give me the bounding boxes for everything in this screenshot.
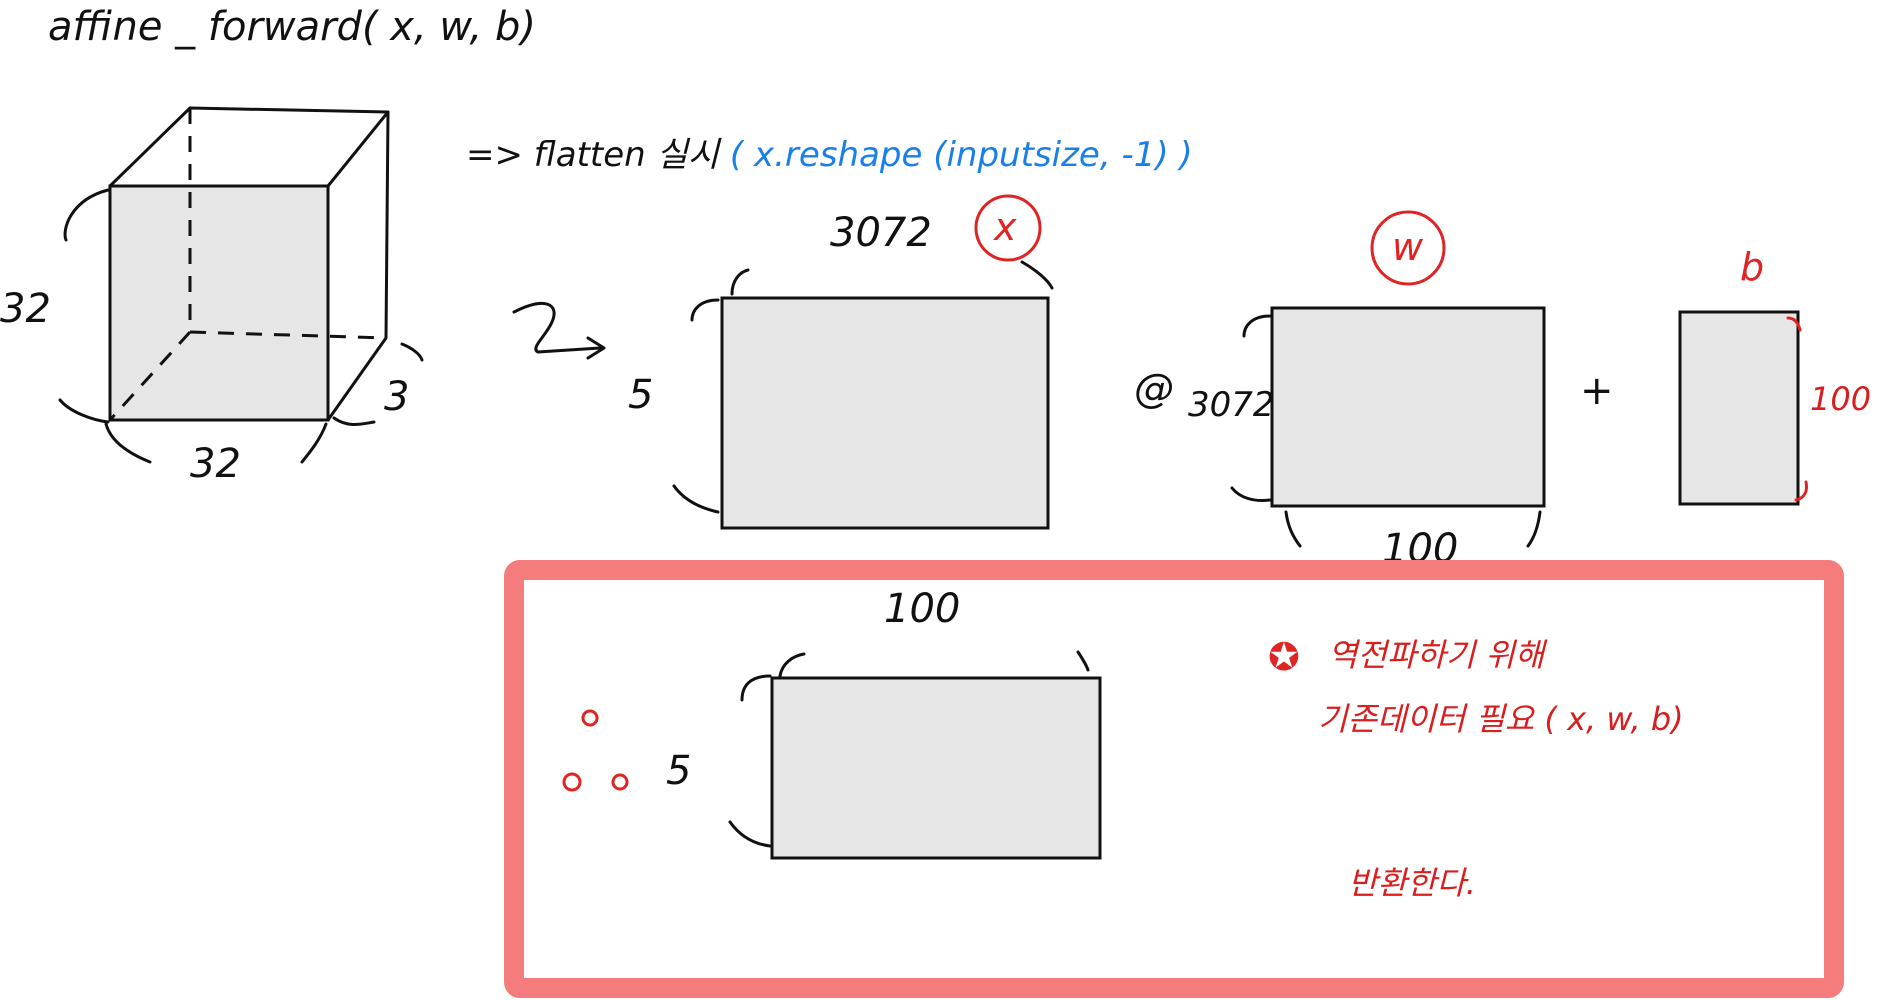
w-matrix: w @ 3072 100	[1134, 210, 1546, 572]
w-cols-brace-left	[1284, 510, 1302, 548]
x-matrix-rows-label: 5	[628, 372, 653, 418]
w-name-circle	[1370, 210, 1446, 286]
cube-height-brace	[63, 188, 110, 242]
cube-right-edges	[326, 110, 390, 422]
output-note-line2: 기존데이터 필요 ( x, w, b)	[1318, 700, 1684, 738]
x-matrix-box	[720, 296, 1050, 530]
flatten-arrow-head	[586, 336, 606, 360]
x-matrix-cols-label: 3072	[830, 210, 932, 256]
b-vector-size-label: 100	[1810, 380, 1871, 418]
b-vector: + b 100	[1580, 245, 1871, 506]
x-matrix-name: x	[993, 205, 1017, 249]
flatten-arrow	[512, 301, 602, 354]
w-cols-brace-right	[1526, 510, 1542, 548]
output-rows-brace-top	[740, 674, 772, 702]
w-matrix-name: w	[1392, 225, 1424, 269]
b-size-brace-bottom	[1794, 480, 1808, 502]
output-cols-brace-left	[778, 652, 806, 678]
matmul-operator: @	[1134, 366, 1174, 412]
input-cube: 32 32 3	[0, 106, 424, 487]
w-matrix-box	[1270, 306, 1546, 508]
output-matrix: 100 5	[562, 586, 1102, 860]
output-rows-brace-bottom	[728, 820, 772, 848]
cube-depth-brace	[332, 416, 376, 426]
output-cols-label: 100	[884, 586, 960, 632]
output-matrix-box	[770, 676, 1102, 860]
x-matrix: 3072 x 5	[628, 194, 1054, 530]
b-size-brace-top	[1786, 316, 1802, 332]
cube-hidden-depth	[108, 330, 192, 422]
b-vector-box	[1678, 310, 1800, 506]
output-note-line1: 역전파하기 위해	[1328, 636, 1548, 674]
cube-depth-brace-top	[400, 342, 424, 362]
cube-hidden-horizontal	[189, 330, 387, 340]
output-red-circles	[562, 709, 629, 792]
flatten-note-text: => flatten 실시	[466, 135, 730, 175]
flatten-note: => flatten 실시 ( x.reshape (inputsize, -1…	[466, 135, 1193, 175]
add-operator: +	[1580, 368, 1614, 414]
red-circle-mark	[562, 772, 582, 792]
x-rows-brace-top	[690, 298, 720, 322]
cube-height-label: 32	[0, 286, 51, 332]
reshape-code: ( x.reshape (inputsize, -1) )	[730, 135, 1193, 175]
cube-width-brace	[104, 422, 152, 464]
red-circle-mark	[611, 773, 629, 791]
star-icon: ✪	[1268, 635, 1300, 679]
cube-width-label: 32	[190, 441, 241, 487]
output-note-line3: 반환한다.	[1348, 864, 1476, 902]
x-name-circle	[974, 194, 1042, 262]
cube-top-edges	[108, 106, 390, 188]
function-title: affine _ forward( x, w, b)	[48, 4, 536, 50]
cube-height-brace-bottom	[58, 398, 110, 424]
x-cols-brace-right	[1020, 260, 1054, 290]
w-rows-brace-bottom	[1230, 486, 1272, 502]
red-circle-mark	[581, 709, 599, 727]
x-rows-brace-bottom	[672, 484, 720, 514]
x-cols-brace-left	[730, 268, 750, 296]
output-cols-brace-right	[1076, 650, 1090, 672]
w-matrix-rows-label: 3072	[1188, 385, 1275, 425]
output-rows-label: 5	[666, 748, 691, 794]
w-rows-brace-top	[1242, 314, 1272, 338]
b-vector-name: b	[1740, 245, 1764, 289]
cube-width-brace-right	[300, 422, 328, 464]
output-notes: ✪ 역전파하기 위해 기존데이터 필요 ( x, w, b) 반환한다.	[1268, 635, 1684, 902]
cube-depth-label: 3	[384, 374, 409, 420]
output-frame	[504, 560, 1844, 998]
